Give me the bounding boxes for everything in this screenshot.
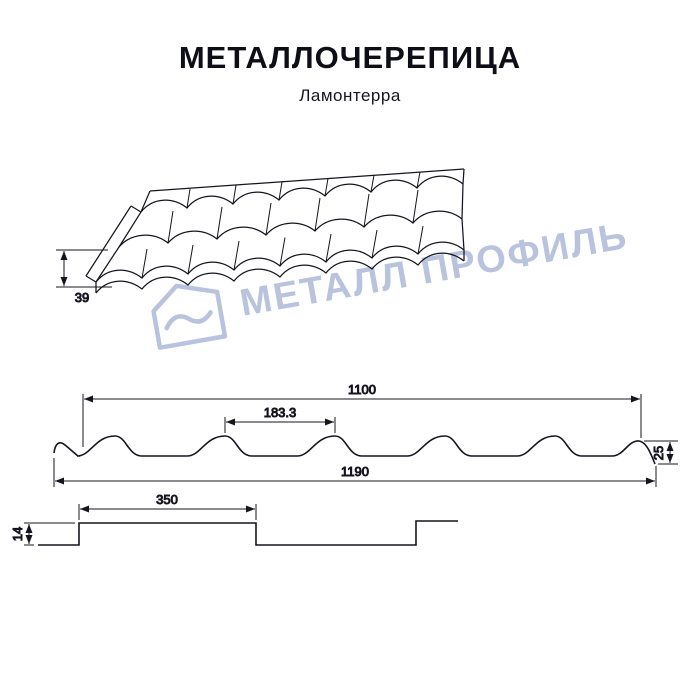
- row-step-faces: [141, 171, 424, 279]
- dim-step-height: 14: [10, 522, 75, 546]
- dim-14-extension-lines: [24, 522, 75, 546]
- page-title: МЕТАЛЛОЧЕРЕПИЦА: [178, 40, 522, 75]
- dim-cover-width: 1100: [82, 382, 642, 447]
- dim-39-label: 39: [75, 290, 89, 305]
- wave-profile-path: [53, 435, 656, 465]
- step-profile-path: [38, 520, 458, 546]
- dim-wave-pitch: 183.3: [224, 405, 336, 433]
- dim-183-extension-lines: [224, 417, 336, 433]
- sheet-top-edge: [149, 168, 465, 192]
- dim-1190-extension-lines: [53, 458, 657, 487]
- page-subtitle: Ламонтерра: [299, 86, 401, 105]
- module-step-section: [38, 520, 458, 546]
- sheet-left-edge: [95, 190, 151, 283]
- dim-profile-height: 25: [644, 440, 678, 465]
- profile-cross-section: [53, 435, 656, 465]
- dim-1190-label: 1190: [341, 464, 369, 479]
- dim-25-label: 25: [651, 446, 666, 460]
- dim-25-extension-lines: [644, 440, 678, 465]
- dim-14-label: 14: [10, 527, 25, 541]
- dim-183-label: 183.3: [264, 405, 297, 420]
- dim-39-extension-lines: [56, 249, 112, 288]
- left-edge-strip: [85, 205, 142, 283]
- tile-front-cut-edge: [95, 252, 465, 294]
- dim-full-width: 1190: [53, 458, 657, 487]
- tile-row-back: [140, 175, 464, 213]
- dim-edge-height: 39: [56, 249, 112, 306]
- tile-sheet-perspective-view: [85, 168, 465, 294]
- header: МЕТАЛЛОЧЕРЕПИЦА Ламонтерра: [0, 40, 700, 106]
- dim-350-label: 350: [156, 492, 178, 507]
- dim-1100-extension-lines: [82, 394, 642, 447]
- dim-module-length: 350: [78, 492, 257, 520]
- dim-350-extension-lines: [78, 504, 257, 520]
- sheet-right-edge: [95, 168, 465, 293]
- dim-1100-label: 1100: [348, 382, 376, 397]
- tile-row-middle: [118, 210, 463, 248]
